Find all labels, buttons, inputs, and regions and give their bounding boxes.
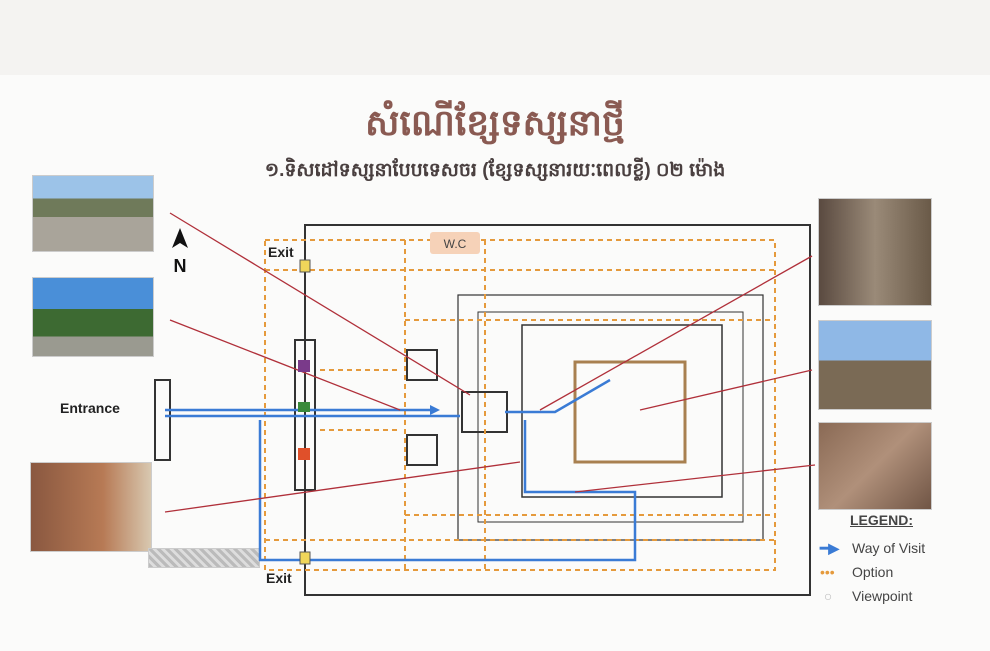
entrance-label: Entrance (60, 400, 120, 416)
legend-label: Way of Visit (852, 540, 926, 556)
option-paths (264, 239, 776, 571)
photo-causeway (32, 175, 154, 252)
legend-item-viewpoint: ○ Viewpoint (820, 584, 925, 608)
legend-label: Viewpoint (852, 588, 913, 604)
page-title: សំណើខ្សែទស្សនាថ្មី (365, 102, 625, 143)
photo-tower (818, 320, 932, 410)
exit-bottom-label: Exit (266, 570, 292, 586)
exit-top-label: Exit (268, 244, 294, 260)
page-subtitle: ១.ទិសដៅទស្សនាបែបទេសចរ (ខ្សែទស្សនារយៈពេលខ… (264, 160, 726, 181)
legend-label: Option (852, 564, 894, 580)
legend-title: LEGEND: (850, 512, 913, 528)
circle-icon: ○ (820, 588, 833, 604)
dotted-line-icon: ••• (820, 564, 835, 580)
photo-columns (818, 198, 932, 306)
way-of-visit-route (165, 378, 637, 562)
blue-arrow-icon: ━▶ (820, 539, 840, 556)
legend-item-way: ━▶ Way of Visit (820, 536, 925, 560)
photo-bas-relief (818, 422, 932, 510)
viewpoint-arrows (164, 212, 816, 513)
photo-gallery (30, 462, 152, 552)
legend-item-option: ••• Option (820, 560, 925, 584)
north-arrow-icon (172, 228, 188, 248)
north-label: N (174, 256, 187, 276)
photo-temple-front (32, 277, 154, 357)
wc-label: W.C (444, 237, 467, 251)
legend: LEGEND: ━▶ Way of Visit ••• Option ○ Viewpo… (820, 512, 925, 608)
